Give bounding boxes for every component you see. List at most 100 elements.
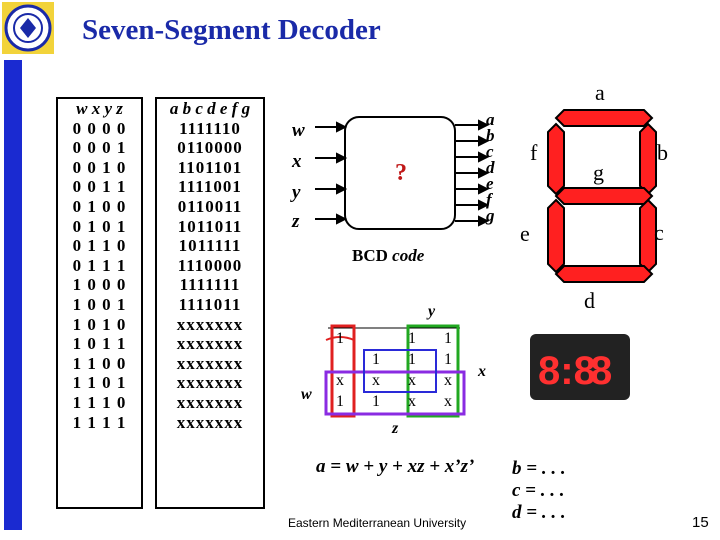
kmap-label-x: x [478, 363, 486, 380]
unknown-logic-mark: ? [395, 160, 407, 186]
kmap-cell: 1 [444, 330, 452, 347]
kmap-label-y: y [428, 303, 436, 320]
output-row: 1111001 [178, 177, 242, 197]
input-row: 0 1 1 1 [72, 255, 127, 275]
output-row: 0110000 [177, 138, 243, 158]
segment-g [554, 187, 654, 205]
input-label-x: x [292, 151, 302, 172]
segment-label-b: b [657, 140, 668, 165]
output-row: xxxxxxx [176, 353, 244, 373]
kmap-group-purple [324, 370, 466, 416]
svg-text:8:8: 8:8 [538, 349, 596, 393]
svg-text:8: 8 [590, 349, 612, 393]
output-label-f: f [486, 190, 492, 209]
equation-d: d = . . . [512, 502, 566, 523]
kmap-group-blue [363, 349, 437, 393]
output-row: 1111111 [179, 275, 241, 295]
output-row: xxxxxxx [176, 392, 244, 412]
output-label-c: c [486, 142, 494, 161]
caption-code: code [392, 246, 425, 265]
output-row: 1011111 [178, 236, 242, 256]
input-row: 1 0 0 1 [72, 294, 127, 314]
output-label-b: b [486, 126, 495, 145]
output-row: 1111011 [178, 294, 242, 314]
kmap-cell: 1 [336, 393, 344, 410]
output-row: 1111110 [179, 118, 241, 138]
output-row: xxxxxxx [176, 314, 244, 334]
output-row: 1101101 [177, 157, 243, 177]
input-row: 0 0 0 1 [72, 138, 127, 158]
output-label-a: a [486, 110, 495, 129]
input-row: 1 1 1 1 [72, 412, 127, 432]
input-row: 0 1 0 1 [72, 216, 127, 236]
led-display-photo: 8:8 8 [530, 334, 630, 400]
input-row: 1 1 0 0 [72, 353, 127, 373]
kmap-cell: 1 [372, 351, 380, 368]
equation-a: a = w + y + xz + x’z’ [316, 456, 475, 477]
segment-label-g: g [593, 160, 604, 185]
output-row: 1110000 [177, 255, 243, 275]
footer-university: Eastern Mediterranean University [288, 516, 467, 530]
segment-e [547, 198, 565, 274]
kmap-cell: x [444, 393, 452, 410]
output-label-d: d [486, 158, 495, 177]
kmap-cell: 1 [444, 351, 452, 368]
outputs-header: a b c d e f g [169, 99, 251, 118]
input-label-y: y [292, 182, 301, 203]
input-row: 0 1 1 0 [72, 236, 127, 256]
input-row: 0 1 0 0 [72, 196, 127, 216]
kmap-group-wrap [325, 336, 355, 341]
kmap-label-z: z [392, 420, 399, 437]
input-row: 1 1 0 1 [72, 373, 127, 393]
equation-list: b = . . . c = . . . d = . . . [512, 458, 566, 524]
input-label-w: w [292, 120, 305, 141]
input-row: 1 0 0 0 [72, 275, 127, 295]
inputs-header: w x y z [76, 99, 123, 118]
caption-bcd: BCD [352, 246, 393, 265]
slide-title: Seven-Segment Decoder [82, 14, 381, 46]
input-row: 1 1 1 0 [72, 392, 127, 412]
decoder-block-diagram [315, 116, 490, 230]
kmap-cell: x [444, 372, 452, 389]
kmap-cell: x [372, 372, 380, 389]
output-row: 1011011 [177, 216, 243, 236]
segment-label-c: c [654, 220, 664, 245]
kmap-cell: x [336, 372, 344, 389]
input-row: 0 0 0 0 [72, 118, 127, 138]
output-label-e: e [486, 174, 494, 193]
left-accent-bar [4, 60, 22, 530]
output-arrows [455, 119, 490, 227]
kmap-label-w: w [301, 386, 312, 403]
segment-b [639, 122, 657, 196]
kmap-grid [324, 324, 466, 418]
segment-f [547, 122, 565, 196]
output-row: xxxxxxx [176, 334, 244, 354]
output-row: 0110011 [177, 196, 243, 216]
input-row: 0 0 1 0 [72, 157, 127, 177]
page-number: 15 [692, 514, 709, 531]
university-logo [2, 2, 54, 54]
kmap-cell: 1 [336, 330, 344, 347]
kmap-cell: 1 [408, 330, 416, 347]
equation-c: c = . . . [512, 480, 565, 501]
input-row: 0 0 1 1 [72, 177, 127, 197]
equation-b: b = . . . [512, 458, 566, 479]
slide-header: Seven-Segment Decoder [0, 0, 720, 56]
output-row: xxxxxxx [176, 412, 244, 432]
input-row: 1 0 1 1 [72, 334, 127, 354]
input-arrows [315, 121, 348, 225]
segment-d [554, 265, 654, 283]
segment-label-e: e [520, 221, 530, 246]
seven-segment-display [547, 109, 657, 283]
kmap-cell: 1 [408, 351, 416, 368]
output-labels: a b c d e f g [486, 110, 495, 224]
kmap-cell: x [408, 393, 416, 410]
segment-label-d: d [584, 288, 595, 313]
kmap-cell: x [408, 372, 416, 389]
segment-a [554, 109, 654, 127]
